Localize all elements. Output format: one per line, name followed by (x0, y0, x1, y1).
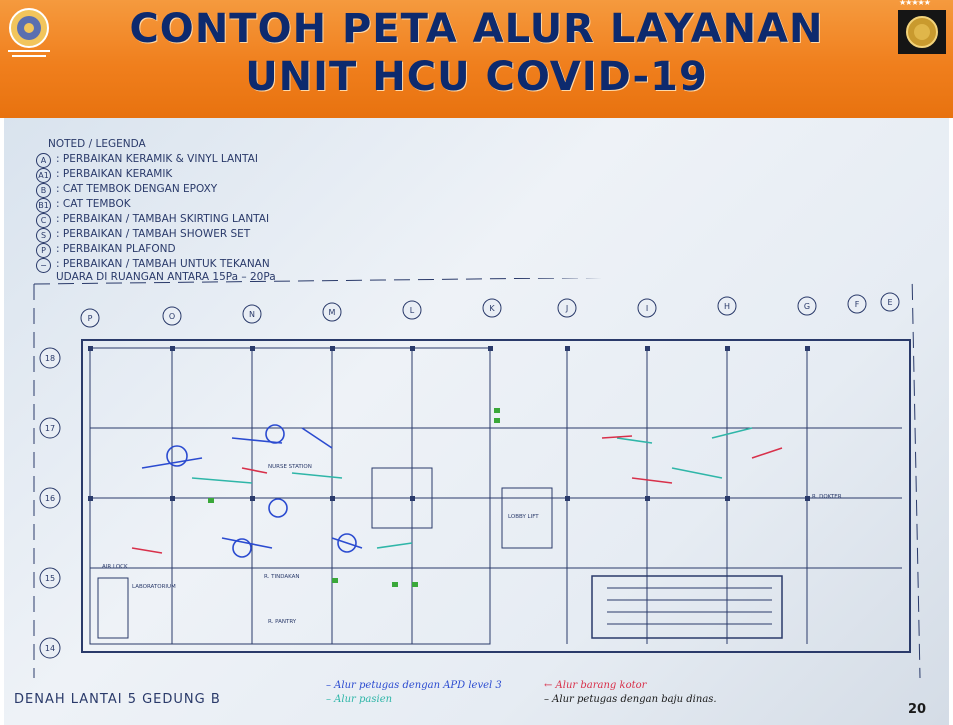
legend-item: B: CAT TEMBOK DENGAN EPOXY (36, 183, 306, 198)
room-label-tindakan: R. TINDAKAN (264, 574, 300, 580)
room-label-air-lock: AIR LOCK (102, 564, 128, 570)
legend-item: S: PERBAIKAN / TAMBAH SHOWER SET (36, 228, 306, 243)
column-label-j: J (565, 304, 568, 313)
column-label-l: L (410, 306, 415, 315)
legend-item: −: PERBAIKAN / TAMBAH UNTUK TEKANAN UDAR… (36, 258, 306, 284)
row-label-16: 16 (45, 494, 55, 503)
room-label-dokter: R. DOKTER (812, 494, 842, 500)
floor-caption: DENAH LANTAI 5 GEDUNG B (14, 692, 221, 707)
column-label-i: I (646, 304, 648, 313)
hospital-logo (898, 10, 946, 54)
slide-number: 20 (908, 702, 927, 717)
floor-plan-photo (4, 118, 949, 725)
room-label-nurse-station: NURSE STATION (268, 464, 312, 470)
column-label-m: M (329, 308, 336, 317)
legend: NOTED / LEGENDA A: PERBAIKAN KERAMIK & V… (36, 138, 306, 284)
legend-item: B1: CAT TEMBOK (36, 198, 306, 213)
legend-item: C: PERBAIKAN / TAMBAH SKIRTING LANTAI (36, 213, 306, 228)
note-patient-flow: – Alur pasien (326, 694, 393, 705)
legend-title: NOTED / LEGENDA (48, 138, 146, 150)
note-staff-flow: – Alur petugas dengan baju dinas. (544, 694, 717, 705)
column-label-h: H (724, 302, 730, 311)
room-label-laboratorium: LABORATORIUM (132, 584, 176, 590)
university-logo (8, 8, 50, 57)
column-label-n: N (249, 310, 255, 319)
column-label-o: O (169, 312, 175, 321)
column-label-f: F (855, 300, 860, 309)
column-label-g: G (804, 302, 810, 311)
note-apd-flow: – Alur petugas dengan APD level 3 (326, 680, 502, 691)
note-dirty-goods-flow: ← Alur barang kotor (544, 680, 647, 691)
slide-title-line2: UNIT HCU COVID-19 (245, 54, 708, 100)
room-label-pantry: R. PANTRY (268, 619, 297, 625)
row-label-17: 17 (45, 424, 55, 433)
row-label-18: 18 (45, 354, 55, 363)
column-label-p: P (88, 314, 93, 323)
column-label-e: E (887, 298, 892, 307)
row-label-14: 14 (45, 644, 55, 653)
legend-item: P: PERBAIKAN PLAFOND (36, 243, 306, 258)
slide-title-line1: CONTOH PETA ALUR LAYANAN (129, 6, 824, 52)
room-label-lobby-lift: LOBBY LIFT (508, 514, 539, 520)
column-label-k: K (489, 304, 495, 313)
legend-item: A: PERBAIKAN KERAMIK & VINYL LANTAI (36, 153, 306, 168)
slide-header (0, 0, 953, 118)
legend-item: A1: PERBAIKAN KERAMIK (36, 168, 306, 183)
rating-stars: ★★★★★ (899, 0, 931, 7)
row-label-15: 15 (45, 574, 55, 583)
floor-plan-drawing: P O N M L K J I H G F E 18 17 16 15 14 N… (33, 278, 921, 679)
